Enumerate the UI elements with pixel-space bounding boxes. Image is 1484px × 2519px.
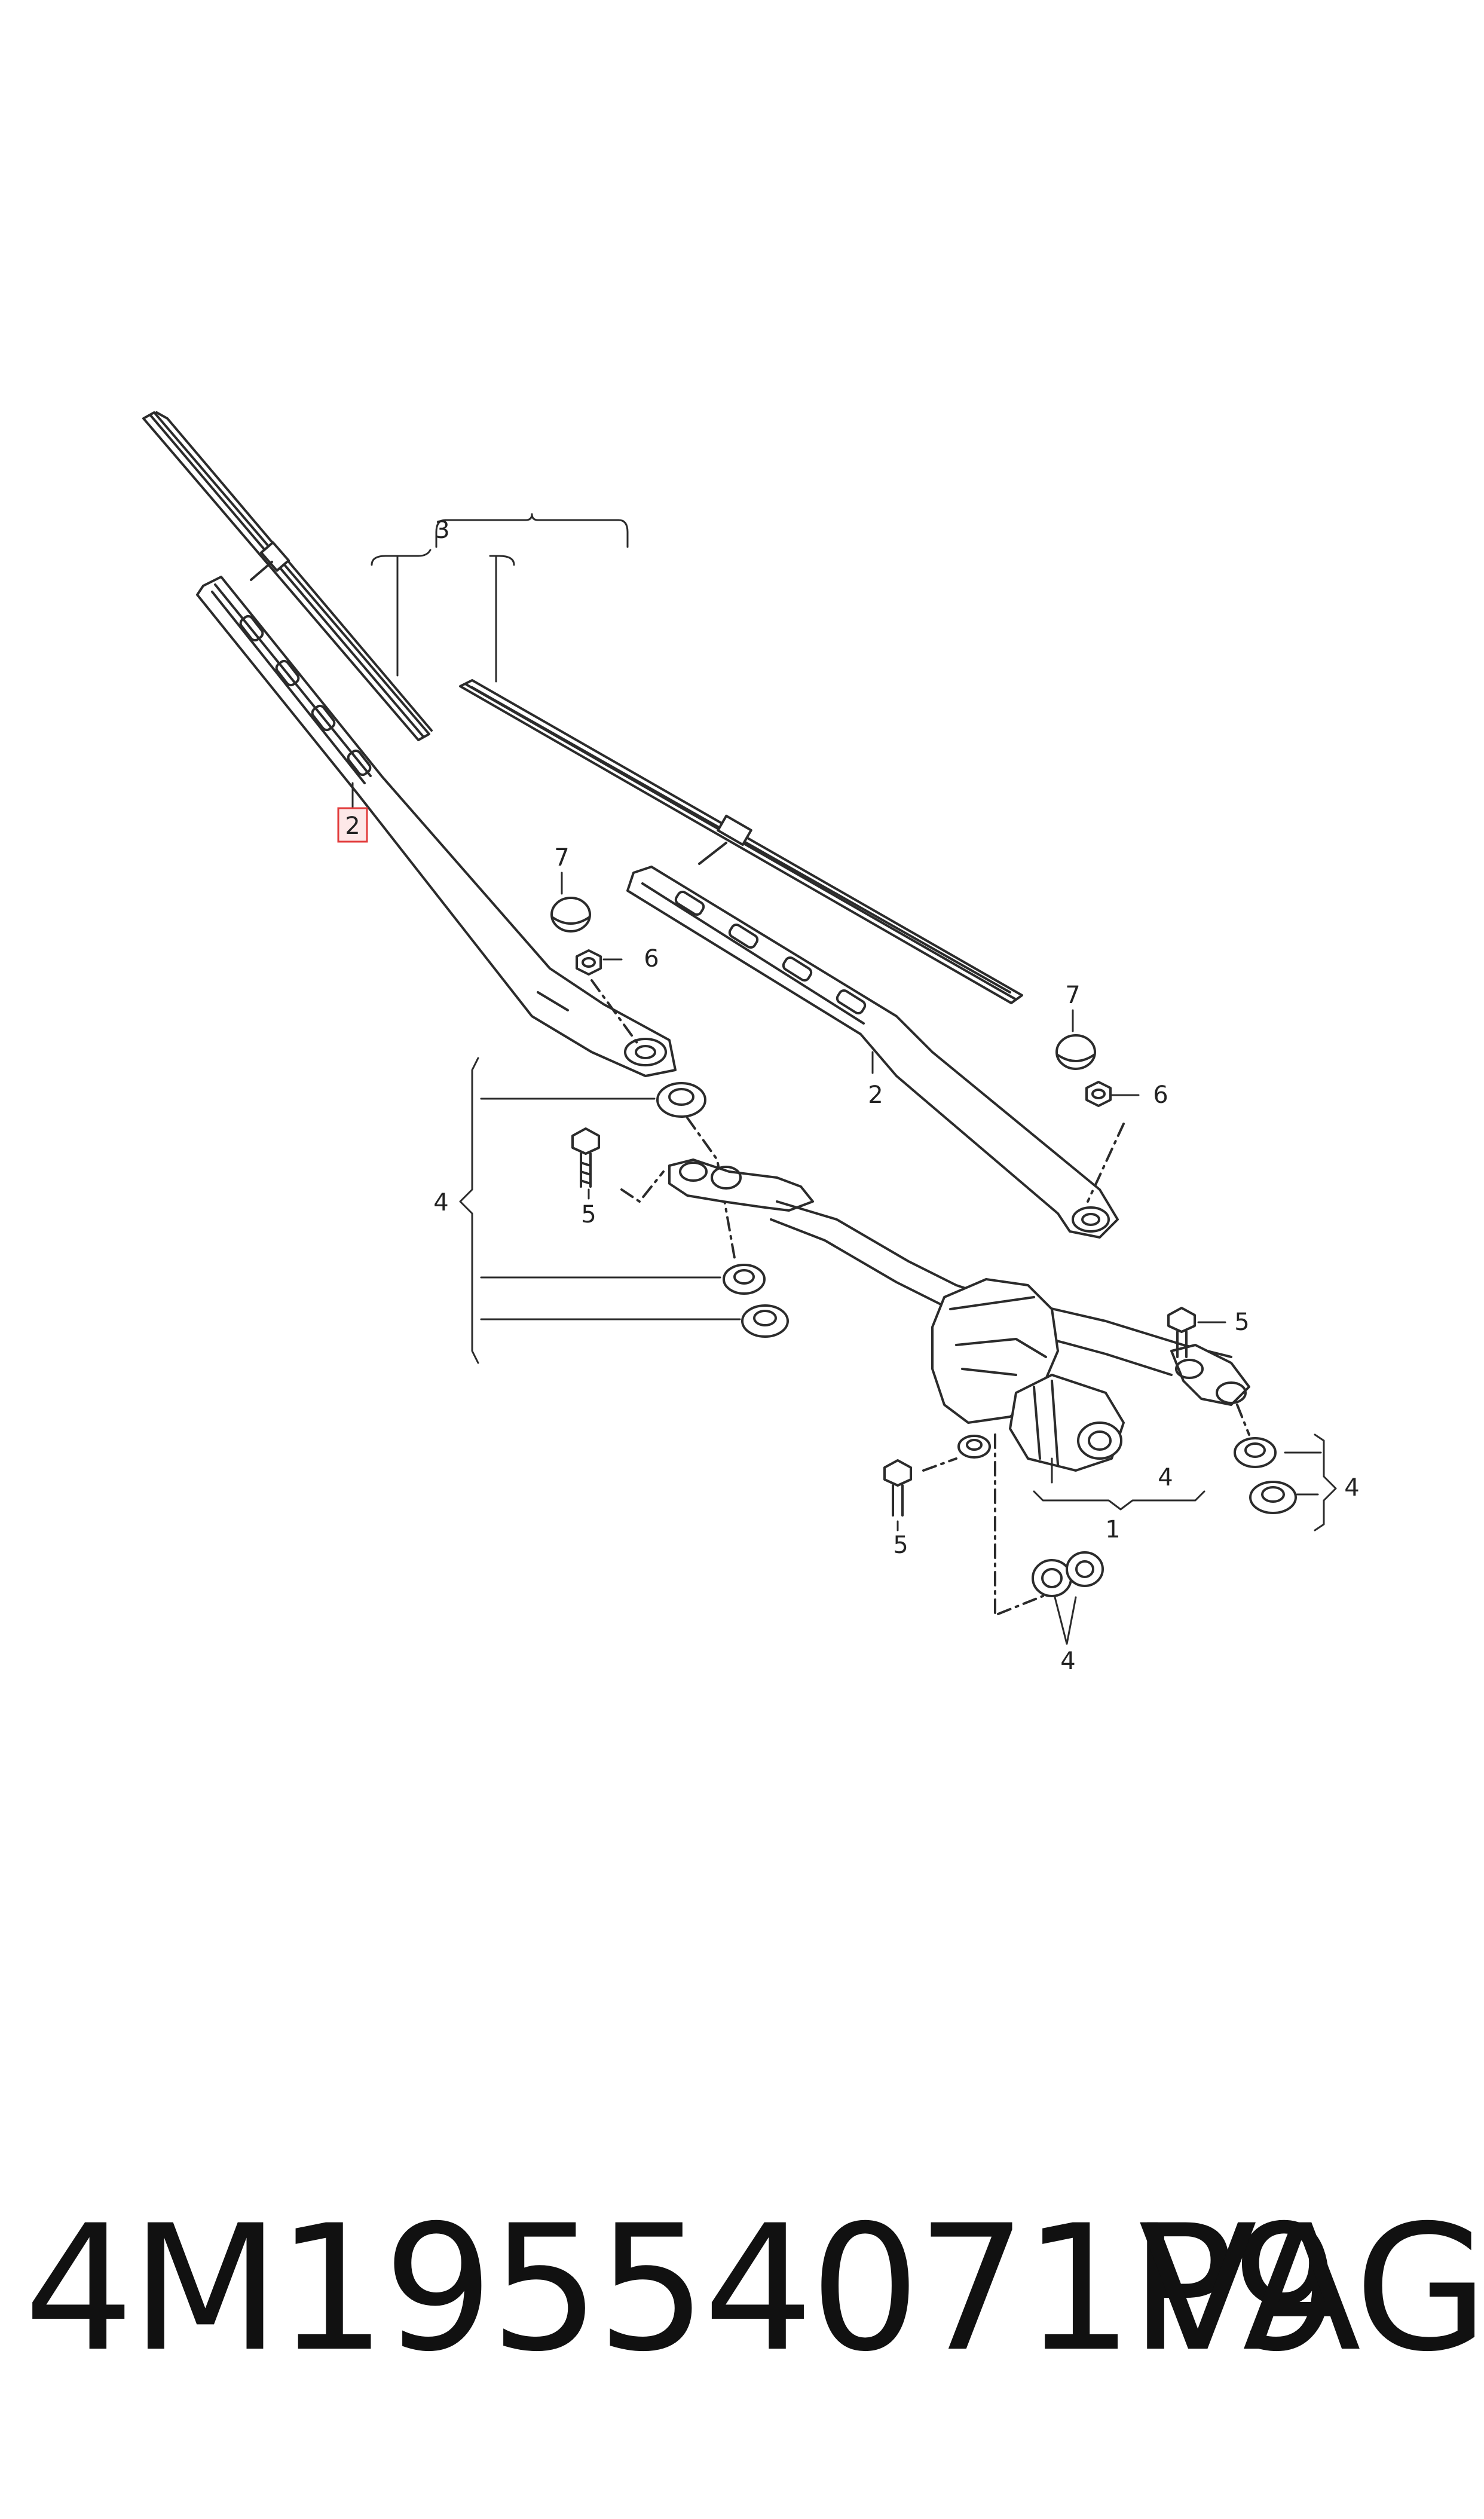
right-wiper-arm <box>626 866 1119 1239</box>
callout-left-nut: 6 <box>644 945 659 973</box>
right-bushings <box>1234 1404 1297 1514</box>
callout-bottom-bush-group: 4 <box>1060 1647 1075 1675</box>
bottom-bolt-and-bushing <box>883 1435 991 1517</box>
bottom-bushings <box>997 1551 1104 1615</box>
highlight-callout-box <box>337 807 368 843</box>
right-bolt-upper <box>1167 1307 1196 1358</box>
callout-left-cap: 7 <box>554 844 569 872</box>
callout-bottom-bolt: 5 <box>893 1531 908 1559</box>
callout-left-bolt: 5 <box>581 1201 596 1228</box>
callout-right-arm: 2 <box>868 1081 883 1109</box>
left-cap-and-nut <box>550 897 641 1047</box>
callout-motor: 1 <box>1105 1516 1120 1543</box>
left-bushings <box>656 1082 789 1338</box>
callout-right-bush-group: 4 <box>1344 1474 1359 1502</box>
left-bolt <box>571 1127 665 1203</box>
left-wiper-arm <box>196 576 677 1077</box>
callout-right-bolt-upper: 5 <box>1234 1309 1249 1336</box>
callout-right-cap: 7 <box>1065 982 1080 1009</box>
callout-motor-bush-group: 4 <box>1158 1464 1173 1491</box>
right-wiper-blade <box>459 679 1023 1004</box>
callout-labels: 2 2 3 7 6 7 6 4 5 5 4 4 1 5 4 <box>345 516 1359 1675</box>
left-wiper-blade <box>142 411 433 741</box>
right-cap-and-nut <box>1055 1034 1125 1203</box>
wiper-linkage-and-motor <box>668 1158 1250 1615</box>
callout-left-bush-group: 4 <box>433 1189 448 1216</box>
callout-left-arm: 2 <box>345 812 360 840</box>
part-number: 4M19554071P9 <box>24 2188 1341 2390</box>
callout-right-nut: 6 <box>1153 1081 1168 1109</box>
footer: 4M19554071P9 VAG <box>0 2200 1484 2379</box>
brand-name: VAG <box>1139 2188 1484 2390</box>
leader-lines <box>351 513 1337 1645</box>
callout-blade-set: 3 <box>435 516 449 544</box>
